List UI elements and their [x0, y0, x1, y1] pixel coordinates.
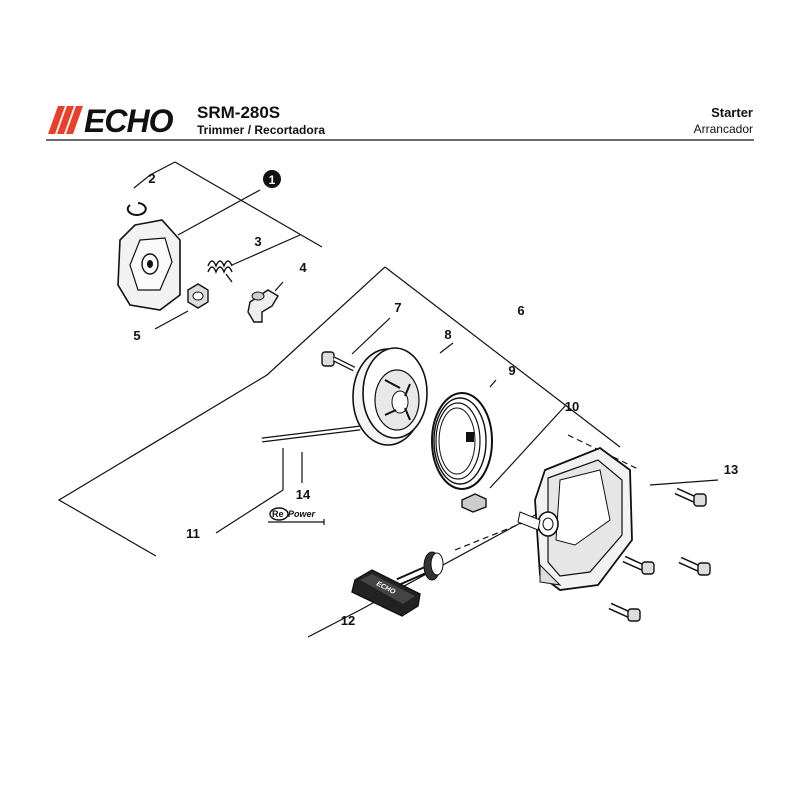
screw-part-13d — [608, 602, 641, 622]
screw-part-13c — [678, 556, 711, 576]
callout-13: 13 — [724, 462, 738, 477]
starter-handle-part: ECHO — [351, 551, 444, 617]
repower-re-text: Re — [272, 509, 284, 519]
callout-8: 8 — [444, 327, 451, 342]
nut-part — [187, 283, 209, 309]
echo-logo: ECHO — [48, 104, 175, 136]
pawl-part — [247, 289, 279, 323]
block-part — [461, 493, 487, 513]
group-6-bracket — [57, 266, 621, 557]
callout-9: 9 — [508, 363, 515, 378]
screw-part-13b — [622, 555, 655, 575]
logo-brand-text: ECHO — [84, 104, 174, 136]
e-clip-part — [126, 202, 147, 216]
section-title-es: Arrancador — [693, 122, 753, 136]
bolt-part-7 — [321, 351, 356, 372]
callout-11: 11 — [186, 526, 200, 541]
callout-12: 12 — [341, 613, 355, 628]
repower-power-text: Power — [288, 509, 316, 519]
pulley-cover-part — [117, 219, 181, 311]
starter-housing — [517, 446, 633, 591]
callout-1-circle — [263, 170, 281, 188]
callout-4: 4 — [299, 260, 307, 275]
model-subtitle: Trimmer / Recortadora — [197, 123, 326, 137]
model-title: SRM-280S — [197, 103, 281, 122]
callout-3: 3 — [254, 234, 261, 249]
section-title-en: Starter — [711, 105, 753, 120]
callout-6: 6 — [517, 303, 524, 318]
group-1-bracket — [133, 161, 323, 330]
callout-2: 2 — [148, 171, 155, 186]
callout-14: 14 — [296, 487, 311, 502]
repower-badge: Re Power — [268, 507, 325, 525]
spring-part — [207, 260, 233, 283]
callout-5: 5 — [133, 328, 140, 343]
group-12-bracket — [307, 404, 719, 638]
callout-1: 1 — [269, 173, 276, 187]
callout-10: 10 — [565, 399, 579, 414]
reel-part — [352, 347, 428, 446]
screw-part-13a — [674, 487, 707, 507]
callout-7: 7 — [394, 300, 401, 315]
starter-rope-part — [261, 425, 361, 443]
recoil-spring-part — [431, 392, 493, 490]
